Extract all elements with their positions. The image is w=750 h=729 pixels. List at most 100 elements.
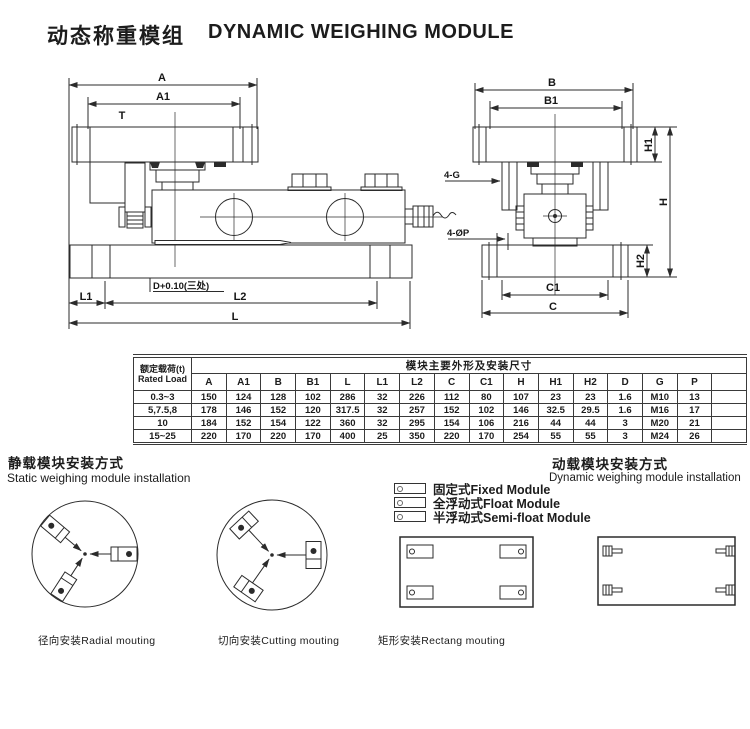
rectangular-mounting-diagram [399, 536, 534, 608]
caption-radial-mounting: 径向安装Radial mouting [38, 635, 156, 647]
table-top-rule [133, 354, 747, 355]
dims-span-header: 模块主要外形及安装尺寸 [191, 357, 747, 374]
table-col-header: H1 [537, 373, 574, 391]
table-col-header: P [676, 373, 713, 391]
table-cell: 112 [433, 390, 470, 404]
rated-load-cell: 0.3~3 [133, 390, 192, 404]
dim-label-c: C [549, 301, 557, 313]
table-cell: 152 [225, 416, 262, 430]
dim-label-d: D+0.10(三处) [153, 280, 209, 292]
table-col-header: D [607, 373, 643, 391]
radial-mounting-diagram [31, 500, 139, 608]
table-cell: 32 [364, 416, 401, 430]
table-cell: 13 [676, 390, 713, 404]
legend-row-semifloat: 半浮动式Semi-float Module [394, 510, 591, 525]
table-col-header: L2 [399, 373, 435, 391]
table-cell: 146 [225, 403, 262, 417]
table-cell: M16 [641, 403, 678, 417]
table-cell: 317.5 [329, 403, 366, 417]
table-cell: 44 [537, 416, 574, 430]
dynamic-section-title-en: Dynamic weighing module installation [549, 472, 741, 484]
dim-label-h2: H2 [635, 254, 647, 268]
table-bottom-rule [133, 444, 747, 445]
semi-float-module-label: 半浮动式Semi-float Module [433, 511, 591, 525]
caption-cutting-mounting: 切向安装Cutting mouting [218, 635, 340, 647]
table-cell: 3 [607, 416, 643, 430]
dim-label-h: H [658, 198, 670, 206]
table-cell: 102 [468, 403, 505, 417]
table-cell: 254 [503, 429, 539, 443]
table-col-header: C [433, 373, 470, 391]
table-cell: 295 [399, 416, 435, 430]
table-cell: 170 [295, 429, 331, 443]
dim-label-a1: A1 [156, 91, 170, 103]
table-cell: 128 [260, 390, 297, 404]
table-cell: 106 [468, 416, 505, 430]
table-col-header: G [641, 373, 678, 391]
table-cell: 21 [676, 416, 713, 430]
table-col-header: H [503, 373, 539, 391]
rated-load-cell: 5,7.5,8 [133, 403, 192, 417]
static-section-title-zh: 静载模块安装方式 [8, 456, 124, 471]
table-cell: 170 [225, 429, 262, 443]
dim-label-b1: B1 [544, 95, 558, 107]
dim-label-l2: L2 [234, 291, 247, 303]
table-cell: 32 [364, 390, 401, 404]
table-cell: 32 [364, 403, 401, 417]
legend-row-fixed: 固定式Fixed Module [394, 482, 591, 497]
table-cell: 3 [607, 429, 643, 443]
table-cell: 17 [676, 403, 713, 417]
side-view-drawing: A A1 T D+0.10(三处) L1 L2 L [68, 72, 457, 329]
table-cell: 184 [191, 416, 227, 430]
table-cell: 152 [433, 403, 470, 417]
table-cell: 150 [191, 390, 227, 404]
table-cell: 23 [572, 390, 609, 404]
float-module-icon [394, 497, 426, 508]
dim-label-4g: 4-G [444, 170, 460, 181]
float-module-label: 全浮动式Float Module [433, 497, 561, 511]
table-cell: 55 [572, 429, 609, 443]
table-cell: 154 [260, 416, 297, 430]
table-cell: 122 [295, 416, 331, 430]
fixed-module-icon [394, 483, 426, 494]
semi-float-module-icon [394, 511, 426, 522]
table-cell-empty [711, 403, 747, 417]
table-cell: 1.6 [607, 390, 643, 404]
table-col-header: B1 [295, 373, 331, 391]
table-cell: 350 [399, 429, 435, 443]
table-cell: 25 [364, 429, 401, 443]
tangential-mounting-diagram [216, 499, 328, 611]
table-cell: 102 [295, 390, 331, 404]
table-col-header: H2 [572, 373, 609, 391]
table-cell-empty [711, 390, 747, 404]
table-cell: 226 [399, 390, 435, 404]
static-section-title-en: Static weighing module installation [7, 471, 191, 485]
table-cell: 107 [503, 390, 539, 404]
module-type-legend: 固定式Fixed Module 全浮动式Float Module 半浮动式Sem… [394, 482, 591, 525]
table-cell: 23 [537, 390, 574, 404]
table-cell: 154 [433, 416, 470, 430]
dim-label-b: B [548, 77, 556, 89]
legend-row-float: 全浮动式Float Module [394, 496, 591, 511]
dim-label-h1: H1 [643, 138, 655, 152]
dim-label-t: T [119, 110, 126, 122]
rated-load-zh: 额定载荷(t) [140, 363, 185, 374]
table-cell: M20 [641, 416, 678, 430]
page-title-en: DYNAMIC WEIGHING MODULE [208, 21, 514, 43]
table-cell: 146 [503, 403, 539, 417]
table-cell: 26 [676, 429, 713, 443]
table-col-header: A1 [225, 373, 262, 391]
table-cell: 170 [468, 429, 505, 443]
table-col-header: C1 [468, 373, 505, 391]
table-col-header: L [329, 373, 366, 391]
rated-load-cell: 10 [133, 416, 192, 430]
table-cell-empty [711, 416, 747, 430]
